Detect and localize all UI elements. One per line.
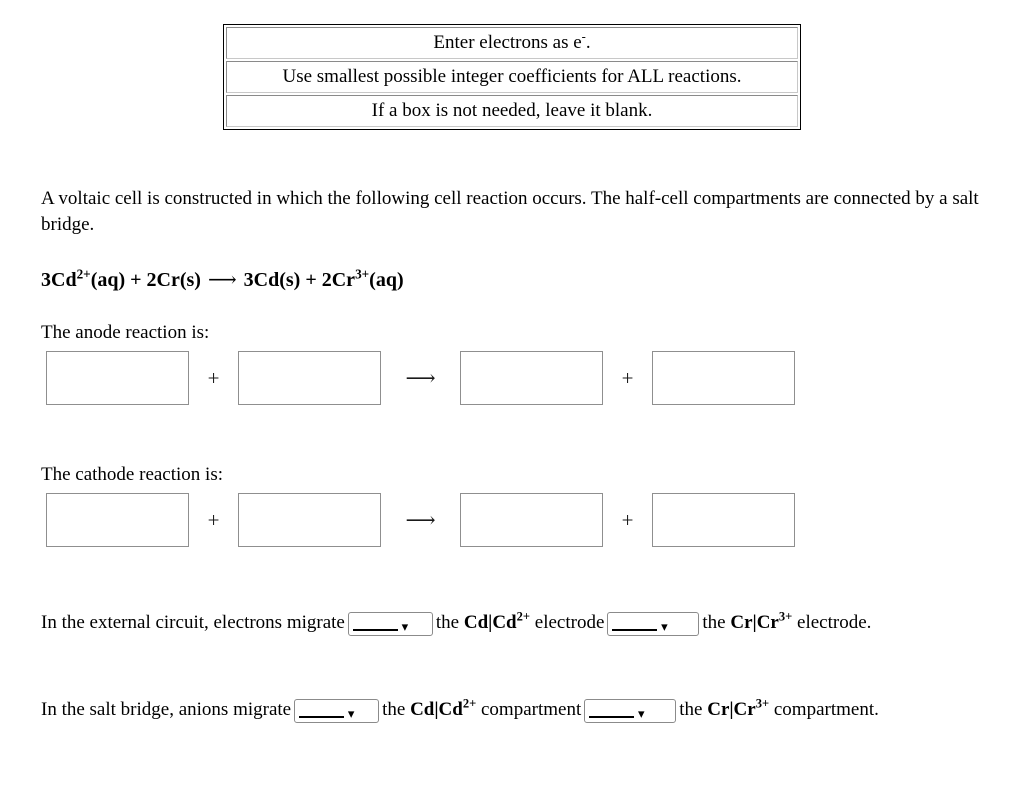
select-blank-line: [352, 616, 398, 631]
cr-electrode-formula: Cr|Cr: [730, 612, 779, 633]
cr-electrode-label: Cr|Cr3+: [730, 609, 793, 633]
external-circuit-mid1: the: [435, 612, 460, 633]
anode-reactant2-input[interactable]: [238, 351, 381, 405]
anode-product2-input[interactable]: [652, 351, 795, 405]
cd-compartment-formula: Cd|Cd: [410, 699, 463, 720]
anode-reaction-label: The anode reaction is:: [41, 322, 210, 343]
external-circuit-sentence: In the external circuit, electrons migra…: [41, 608, 991, 638]
cathode-reactant1-input[interactable]: [46, 493, 189, 547]
chevron-down-icon: ▾: [401, 620, 409, 635]
anode-product1-input[interactable]: [460, 351, 603, 405]
cathode-reaction-label: The cathode reaction is:: [41, 464, 224, 485]
external-circuit-mid2: electrode: [534, 612, 605, 633]
external-circuit-direction-select-1[interactable]: ▾: [347, 612, 433, 636]
equation-product2-state: (aq): [369, 269, 404, 291]
salt-bridge-prefix: In the salt bridge, anions migrate: [41, 699, 292, 720]
salt-bridge-mid1: the: [382, 699, 406, 720]
cathode-plus-separator-2: +: [621, 507, 634, 532]
instruction-row-electrons: Enter electrons as e-.: [226, 27, 798, 59]
instruction-cell-electrons: Enter electrons as e-.: [226, 27, 798, 59]
external-circuit-direction-select-2[interactable]: ▾: [607, 612, 700, 636]
anode-reactant1-input[interactable]: [46, 351, 189, 405]
equation-product2: 2Cr: [321, 269, 356, 291]
equation-reactant1-state: (aq): [90, 269, 126, 291]
cd-compartment-label: Cd|Cd2+: [410, 696, 477, 720]
equation-arrow-icon: ⟶: [207, 269, 237, 291]
instruction-cell-coefficients: Use smallest possible integer coefficien…: [226, 61, 798, 93]
cd-electrode-formula: Cd|Cd: [463, 612, 517, 633]
select-blank-line: [299, 703, 345, 718]
cr-electrode-charge: 3+: [778, 609, 793, 624]
equation-plus-2: +: [305, 269, 317, 291]
instruction-table: Enter electrons as e-. Use smallest poss…: [223, 24, 801, 130]
salt-bridge-mid2: compartment: [481, 699, 582, 720]
equation-product1: 3Cd(s): [243, 269, 301, 291]
anode-reaction-row: + ⟶ +: [46, 350, 795, 406]
equation-product2-charge: 3+: [355, 266, 370, 282]
anode-plus-separator-2: +: [621, 365, 634, 390]
salt-bridge-suffix: compartment.: [773, 699, 879, 720]
instruction-row-coefficients: Use smallest possible integer coefficien…: [226, 61, 798, 93]
cd-electrode-label: Cd|Cd2+: [463, 609, 531, 633]
cathode-reaction-row: + ⟶ +: [46, 492, 795, 548]
cd-electrode-charge: 2+: [516, 609, 531, 624]
cathode-product2-input[interactable]: [652, 493, 795, 547]
anode-plus-separator-1: +: [207, 365, 220, 390]
equation-reactant1: 3Cd: [41, 269, 77, 291]
select-blank-line: [612, 616, 658, 631]
external-circuit-suffix: electrode.: [797, 612, 872, 633]
instruction-text-electrons: Enter electrons as e: [433, 32, 582, 53]
external-circuit-prefix: In the external circuit, electrons migra…: [41, 612, 345, 633]
select-blank-line: [589, 703, 635, 718]
cr-compartment-label: Cr|Cr3+: [707, 696, 770, 720]
cr-compartment-formula: Cr|Cr: [707, 699, 756, 720]
cathode-plus-separator-1: +: [207, 507, 220, 532]
salt-bridge-direction-select-2[interactable]: ▾: [584, 699, 677, 723]
electron-charge-superscript: -: [581, 29, 586, 44]
cathode-product1-input[interactable]: [460, 493, 603, 547]
cathode-reactant2-input[interactable]: [238, 493, 381, 547]
instruction-cell-blank-box: If a box is not needed, leave it blank.: [226, 95, 798, 127]
equation-reactant1-charge: 2+: [76, 266, 91, 282]
salt-bridge-mid3: the: [679, 699, 703, 720]
salt-bridge-sentence: In the salt bridge, anions migrate ▾ the C…: [41, 695, 991, 725]
cd-compartment-charge: 2+: [462, 696, 477, 711]
equation-plus-1: +: [130, 269, 142, 291]
equation-reactant2: 2Cr(s): [146, 269, 201, 291]
chevron-down-icon: ▾: [347, 707, 355, 722]
chevron-down-icon: ▾: [661, 620, 668, 635]
intro-paragraph: A voltaic cell is constructed in which t…: [41, 188, 979, 235]
cell-reaction-equation: 3Cd2+(aq) + 2Cr(s) ⟶ 3Cd(s) + 2Cr3+(aq): [41, 267, 404, 292]
instruction-row-blank-box: If a box is not needed, leave it blank.: [226, 95, 798, 127]
cr-compartment-charge: 3+: [755, 696, 770, 711]
external-circuit-mid3: the: [702, 612, 726, 633]
salt-bridge-direction-select-1[interactable]: ▾: [294, 699, 380, 723]
anode-arrow-icon: ⟶: [405, 365, 436, 390]
cathode-arrow-icon: ⟶: [405, 507, 436, 532]
instruction-period: .: [585, 32, 591, 53]
chevron-down-icon: ▾: [637, 707, 645, 722]
